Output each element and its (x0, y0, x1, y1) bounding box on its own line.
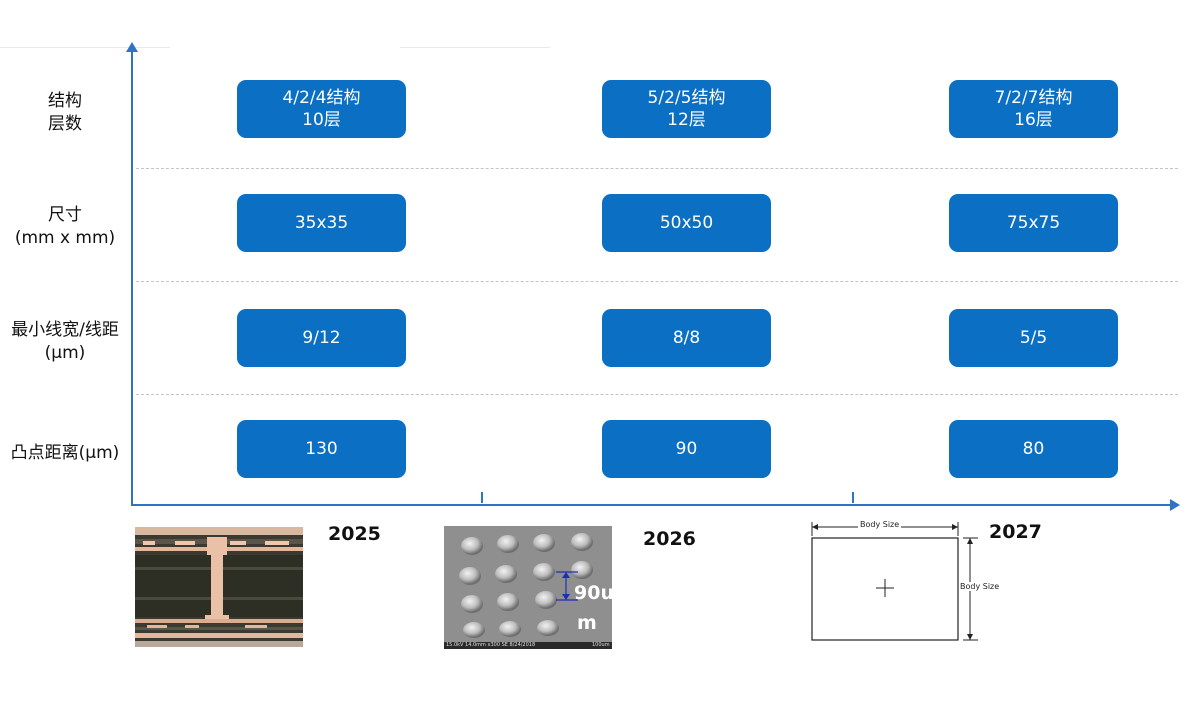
value-pill: 9/12 (237, 309, 406, 367)
x-axis-tick (481, 492, 483, 503)
body-size-drawing: Body Size Body Size (808, 516, 1018, 644)
sem-annotation: m (577, 612, 597, 634)
year-label: 2027 (989, 521, 1042, 543)
x-axis (131, 504, 1171, 506)
row-divider (136, 394, 1178, 395)
pill-text: 12层 (667, 110, 706, 130)
pill-text: 7/2/7结构 (994, 88, 1073, 108)
value-pill: 35x35 (237, 194, 406, 252)
row-divider (136, 281, 1178, 282)
row-divider (136, 168, 1178, 169)
row-label-bump-pitch: 凸点距离(μm) (0, 442, 130, 465)
x-axis-arrow (1170, 499, 1180, 511)
pill-text: 5/5 (1019, 328, 1048, 348)
y-axis-arrow (126, 42, 138, 52)
row-label-line: 最小线宽/线距 (11, 320, 119, 340)
year-label: 2026 (643, 528, 696, 550)
pcb-cross-section-image (135, 527, 303, 647)
pill-text: 75x75 (1006, 213, 1061, 233)
year-label: 2025 (328, 523, 381, 545)
pill-text: 80 (1022, 439, 1045, 459)
row-label-line: 凸点距离(μm) (10, 443, 120, 463)
value-pill: 80 (949, 420, 1118, 478)
pill-text: 10层 (302, 110, 341, 130)
value-pill: 7/2/7结构 16层 (949, 80, 1118, 138)
value-pill: 8/8 (602, 309, 771, 367)
pill-text: 130 (305, 439, 338, 459)
row-label-line: (mm x mm) (14, 228, 116, 248)
value-pill: 4/2/4结构 10层 (237, 80, 406, 138)
pill-text: 8/8 (672, 328, 701, 348)
row-label-line: (μm) (44, 343, 86, 363)
pill-text: 90 (675, 439, 698, 459)
sem-footer: 15.0kV 14.0mm x300 SE 8/24/2018 (446, 642, 536, 648)
row-label-line: 尺寸 (48, 205, 82, 225)
value-pill: 130 (237, 420, 406, 478)
pill-text: 50x50 (659, 213, 714, 233)
decorative-line (400, 47, 550, 48)
value-pill: 50x50 (602, 194, 771, 252)
row-label-line-width: 最小线宽/线距 (μm) (0, 319, 130, 365)
value-pill: 5/2/5结构 12层 (602, 80, 771, 138)
row-label-layers: 结构 层数 (0, 90, 130, 136)
pill-text: 16层 (1014, 110, 1053, 130)
sem-footer-scale: 100um (592, 642, 610, 648)
sem-bumps-image: 90u m 15.0kV 14.0mm x300 SE 8/24/2018 10… (444, 526, 612, 649)
pill-text: 4/2/4结构 (282, 88, 361, 108)
decorative-line (0, 47, 170, 48)
row-label-line: 层数 (48, 114, 82, 134)
pill-text: 35x35 (294, 213, 349, 233)
value-pill: 75x75 (949, 194, 1118, 252)
row-label-size: 尺寸 (mm x mm) (0, 204, 130, 250)
row-label-line: 结构 (48, 91, 82, 111)
body-size-top-label: Body Size (858, 520, 902, 529)
value-pill: 5/5 (949, 309, 1118, 367)
pill-text: 9/12 (302, 328, 341, 348)
x-axis-tick (852, 492, 854, 503)
body-size-side-label: Body Size (960, 582, 1000, 591)
value-pill: 90 (602, 420, 771, 478)
pill-text: 5/2/5结构 (647, 88, 726, 108)
y-axis (131, 50, 133, 506)
sem-annotation: 90u (574, 582, 612, 604)
